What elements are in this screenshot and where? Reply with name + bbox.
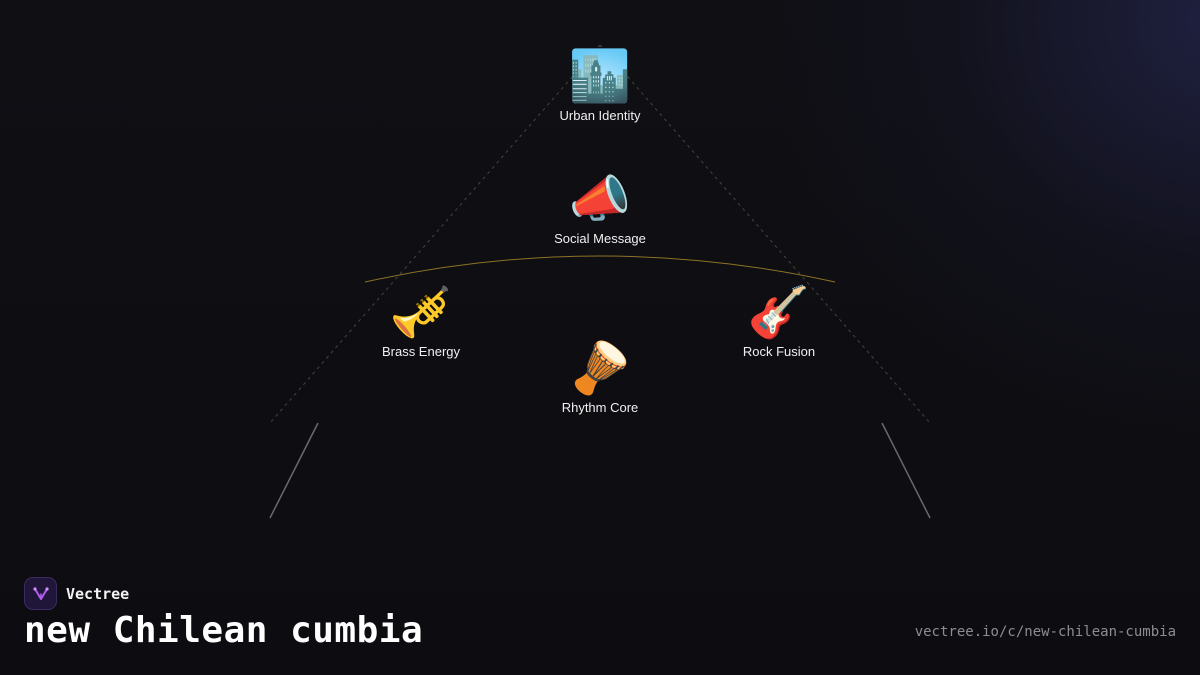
node-rhythm-core[interactable]: 🪘 Rhythm Core xyxy=(520,340,680,415)
brand-name: Vectree xyxy=(66,584,130,603)
node-brass-energy[interactable]: 🎺 Brass Energy xyxy=(341,284,501,359)
page-title: new Chilean cumbia xyxy=(24,610,424,651)
left-base-line xyxy=(269,422,319,519)
cityscape-icon: 🏙️ xyxy=(568,47,632,105)
node-label: Rhythm Core xyxy=(561,400,639,415)
node-urban-identity[interactable]: 🏙️ Urban Identity xyxy=(520,48,680,123)
brand[interactable]: Vectree xyxy=(24,577,129,610)
node-label: Urban Identity xyxy=(559,108,641,123)
node-label: Social Message xyxy=(554,231,646,246)
drum-icon: 🪘 xyxy=(568,339,632,397)
right-base-line xyxy=(881,422,931,519)
node-label: Brass Energy xyxy=(381,344,461,359)
node-social-message[interactable]: 📣 Social Message xyxy=(520,171,680,246)
guitar-icon: 🎸 xyxy=(747,283,811,341)
megaphone-icon: 📣 xyxy=(568,170,632,228)
node-label: Rock Fusion xyxy=(742,344,816,359)
trumpet-icon: 🎺 xyxy=(389,283,453,341)
page-url[interactable]: vectree.io/c/new-chilean-cumbia xyxy=(914,624,1176,640)
node-rock-fusion[interactable]: 🎸 Rock Fusion xyxy=(699,284,859,359)
golden-arc xyxy=(364,255,836,283)
vectree-logo-icon xyxy=(24,577,57,610)
